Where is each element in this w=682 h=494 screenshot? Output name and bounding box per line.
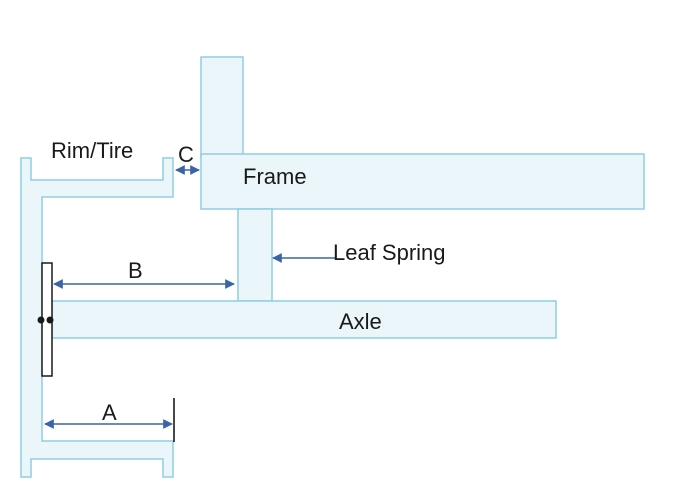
label-c: C (178, 142, 194, 167)
rim-tire-profile (20, 157, 174, 478)
label-axle: Axle (339, 309, 382, 334)
label-b: B (128, 258, 143, 283)
label-leaf-spring: Leaf Spring (333, 240, 446, 265)
frame-post (200, 56, 244, 158)
pivot-dot-left (37, 316, 45, 324)
label-rim-tire: Rim/Tire (51, 138, 133, 163)
label-frame: Frame (243, 164, 307, 189)
axle (51, 300, 557, 339)
frame-bar (200, 153, 645, 210)
pivot-dot-right (46, 316, 54, 324)
leaf-spring (237, 208, 273, 302)
label-a: A (102, 400, 117, 425)
